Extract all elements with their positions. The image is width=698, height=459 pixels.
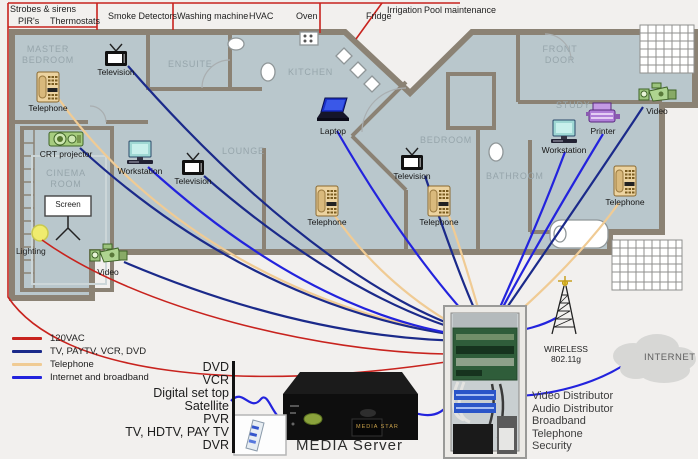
- device-video-camera-right: Video: [615, 82, 698, 116]
- floorplan: [9, 24, 698, 301]
- projector-icon: [48, 131, 84, 147]
- room-label-bedroom: BEDROOM: [420, 135, 473, 145]
- bus-label-smoke: Smoke Detectors: [108, 11, 178, 21]
- wireless-label: WIRELESS 802.11g: [544, 344, 588, 364]
- device-telephone-bedroom: Telephone: [397, 185, 481, 227]
- device-television-bedroom: Television: [370, 147, 454, 181]
- legend-swatch-tan: [12, 362, 42, 366]
- video-camera-icon: [638, 82, 677, 102]
- media-input-dvd: DVD: [202, 360, 229, 374]
- bus-label-pool: Pool maintenance: [424, 5, 497, 15]
- printer-icon: [586, 102, 620, 123]
- media-input-settop: Digital set top: [153, 386, 229, 400]
- legend-swatch-navy: [12, 349, 42, 353]
- room-label-study: STUDY: [556, 100, 591, 110]
- service-broadband: Broadband: [532, 415, 586, 427]
- workstation-icon: [551, 119, 577, 143]
- bus-label-hvac: HVAC: [249, 11, 274, 21]
- room-label-lounge: LOUNGE: [222, 146, 265, 156]
- legend-120vac: 120VAC: [12, 333, 85, 344]
- television-icon: [401, 147, 423, 170]
- device-printer: Printer: [561, 100, 645, 136]
- room-label-bathroom: BATHROOM: [486, 171, 544, 181]
- bus-label-fridge: Fridge: [366, 11, 392, 21]
- device-telephone-master: Telephone: [6, 71, 90, 113]
- legend-tv: TV, PAYTV, VCR, DVD: [12, 346, 146, 357]
- legend-swatch-blue: [12, 375, 42, 379]
- projector-screen-icon: [44, 195, 92, 241]
- media-input-vcr: VCR: [202, 373, 229, 387]
- media-input-list: DVD VCR Digital set top Satellite PVR TV…: [100, 361, 229, 452]
- device-television-master: Television: [74, 43, 158, 77]
- service-security: Security: [532, 440, 572, 452]
- bus-label-pirs: PIR's: [18, 16, 40, 26]
- workstation-icon: [127, 140, 153, 164]
- tiled-porch-top-right: [639, 24, 695, 74]
- video-camera-icon: [89, 243, 128, 263]
- legend-swatch-red: [12, 336, 42, 340]
- media-input-satellite: Satellite: [184, 399, 229, 413]
- laptop-icon: [317, 97, 349, 121]
- bus-label-oven: Oven: [296, 11, 318, 21]
- service-audio-distributor: Audio Distributor: [532, 402, 614, 415]
- television-icon: [182, 152, 204, 175]
- device-telephone-lounge: Telephone: [285, 185, 369, 227]
- media-input-tv: TV, HDTV, PAY TV: [125, 425, 229, 439]
- media-server: [283, 372, 418, 440]
- bus-label-washing: Washing machine: [177, 11, 249, 21]
- service-video-distributor: Video Distributor: [532, 390, 614, 402]
- room-label-kitchen: KITCHEN: [288, 67, 334, 77]
- device-crt-projector: CRT projector: [24, 129, 108, 159]
- service-telephone: Telephone: [532, 427, 583, 440]
- media-input-pvr: PVR: [203, 412, 229, 426]
- tiled-porch-bottom-right: [611, 239, 683, 291]
- telephone-icon: [36, 71, 60, 103]
- telephone-icon: [427, 185, 451, 217]
- panel-service-list: Video Distributor Audio Distributor Broa…: [532, 390, 613, 453]
- wireless-antenna-icon: [551, 276, 577, 335]
- remote-control: [233, 414, 287, 456]
- media-input-dvr: DVR: [202, 438, 229, 452]
- media-server-label: MEDIA Server: [296, 437, 404, 454]
- device-television-lounge: Television: [151, 152, 235, 186]
- lighting-label: Lighting: [16, 246, 46, 256]
- room-label-ensuite: ENSUITE: [168, 59, 213, 69]
- internet-cloud-icon: [613, 334, 696, 383]
- device-laptop: Laptop: [291, 96, 375, 136]
- lighting-icon: [31, 224, 49, 242]
- bus-label-thermostats: Thermostats: [50, 16, 101, 26]
- media-input-bar: [232, 361, 235, 453]
- internet-label: INTERNET: [644, 352, 696, 363]
- device-workstation-study: Workstation: [522, 119, 606, 155]
- bus-label-strobes: Strobes & sirens: [10, 4, 77, 14]
- screen-label: Screen: [55, 200, 81, 209]
- television-icon: [105, 43, 127, 66]
- legend-internet: Internet and broadband: [12, 372, 149, 383]
- telephone-icon: [613, 165, 637, 197]
- media-server-brand: MEDIA STAR: [356, 424, 399, 430]
- telephone-icon: [315, 185, 339, 217]
- device-telephone-study: Telephone: [583, 165, 667, 207]
- device-workstation-lounge: Workstation: [98, 140, 182, 176]
- legend-telephone: Telephone: [12, 359, 94, 370]
- bus-label-irrigation: Irrigation: [387, 5, 423, 15]
- wiring-panel: [443, 305, 527, 459]
- device-video-camera-left: Video: [66, 243, 150, 277]
